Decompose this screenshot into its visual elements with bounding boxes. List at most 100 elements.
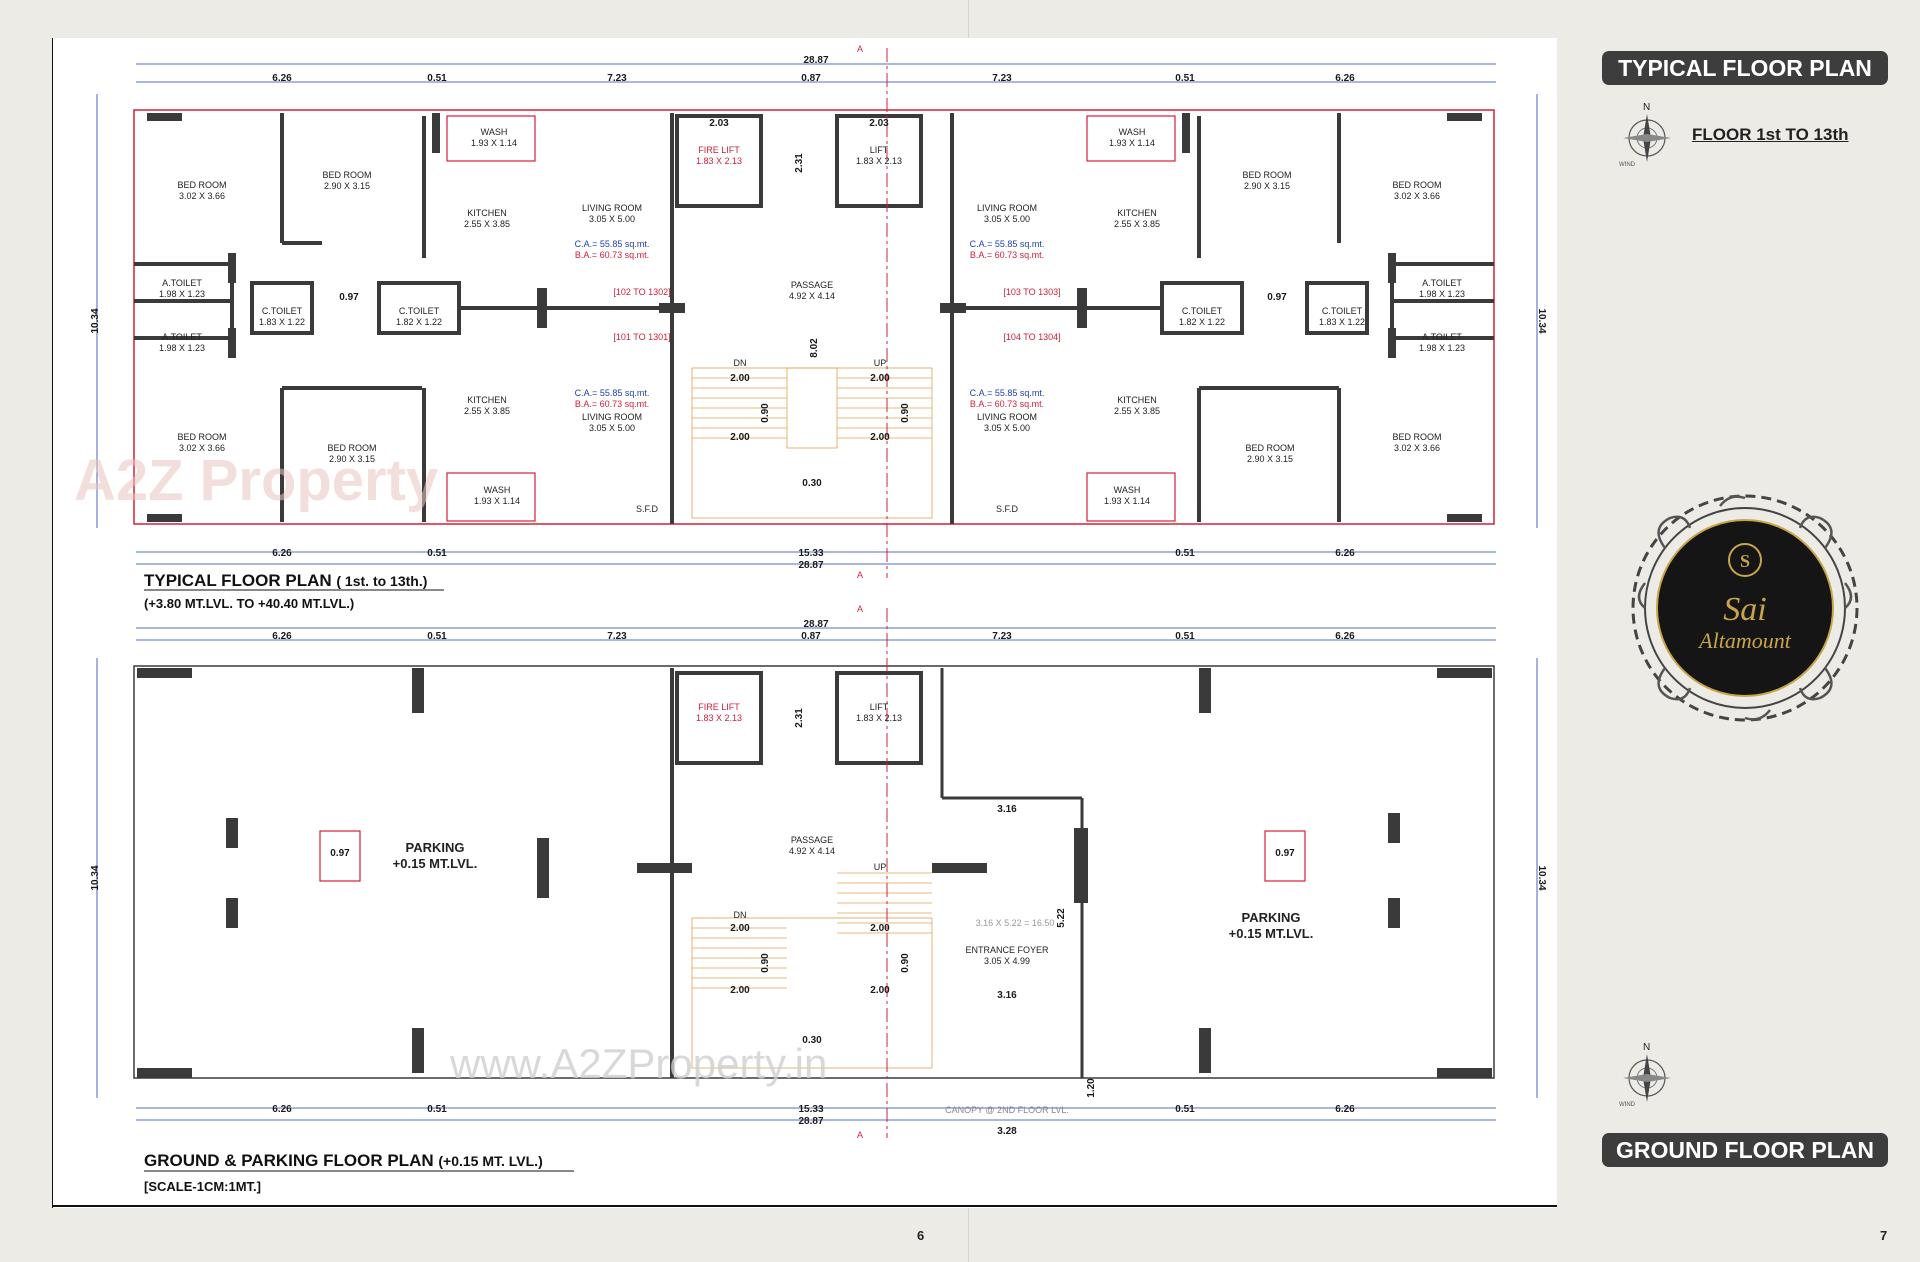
gnd-dim-w6: 0.51 bbox=[1175, 631, 1195, 642]
typ-kitchen1-dim: 2.55 X 3.85 bbox=[464, 219, 510, 229]
typ-atoilet1-dim: 1.98 X 1.23 bbox=[159, 289, 205, 299]
gnd-dim-w3: 7.23 bbox=[607, 631, 627, 642]
typ-bed6-label: BED ROOM bbox=[1392, 180, 1441, 190]
logo-text-altamount: Altamount bbox=[1697, 628, 1792, 653]
typ-dim-core: 15.33 bbox=[798, 548, 823, 559]
gnd-dim-w4: 0.87 bbox=[801, 631, 821, 642]
typ-section-top: A bbox=[857, 44, 863, 54]
typ-wash2-label: WASH bbox=[484, 485, 511, 495]
gnd-section-bottom: A bbox=[857, 1130, 863, 1140]
gnd-dim-w2: 0.51 bbox=[427, 631, 447, 642]
typ-atoilet2-dim: 1.98 X 1.23 bbox=[159, 343, 205, 353]
gnd-dim-gap: 0.30 bbox=[802, 1035, 822, 1046]
logo-emblem: S Sai Altamount bbox=[1631, 494, 1859, 722]
typ-dim-stair-w4: 2.00 bbox=[870, 432, 890, 443]
typ-flat-104: [104 TO 1304] bbox=[1003, 332, 1060, 342]
gnd-parking-right-label: PARKING bbox=[1242, 910, 1301, 925]
compass-wind-label: WIND bbox=[1619, 162, 1636, 168]
typ-bed8-dim: 3.02 X 3.66 bbox=[1394, 443, 1440, 453]
typ-wash3-dim: 1.93 X 1.14 bbox=[1109, 138, 1155, 148]
typ-wash2-dim: 1.93 X 1.14 bbox=[474, 496, 520, 506]
typ-dim-stair-w1: 2.00 bbox=[730, 373, 750, 384]
typ-living2-dim: 3.05 X 5.00 bbox=[589, 423, 635, 433]
typ-dim-overall-bottom: 28.87 bbox=[798, 560, 823, 571]
gnd-dim-stair-w2: 2.00 bbox=[870, 923, 890, 934]
typ-bed1-label: BED ROOM bbox=[177, 180, 226, 190]
gnd-dim-stair-w4: 2.00 bbox=[870, 985, 890, 996]
compass2-wind-label: WIND bbox=[1619, 1102, 1636, 1108]
gnd-dim-core: 15.33 bbox=[798, 1104, 823, 1115]
gnd-dim-stair-w3: 2.00 bbox=[730, 985, 750, 996]
ground-plan-title: GROUND & PARKING FLOOR PLAN (+0.15 MT. L… bbox=[144, 1151, 543, 1170]
floor-plan-sheet: 28.87 6.26 0.51 7.23 0.87 7.23 0.51 6.26… bbox=[52, 38, 1557, 1208]
gnd-dim-overall: 28.87 bbox=[803, 619, 828, 630]
typ-flat-102: [102 TO 1302] bbox=[613, 287, 670, 297]
typ-atoilet4-label: A.TOILET bbox=[1422, 332, 1462, 342]
gnd-dim-tw1: 0.97 bbox=[330, 848, 350, 859]
gnd-lift-dim: 1.83 X 2.13 bbox=[856, 713, 902, 723]
gnd-parking-left-label: PARKING bbox=[406, 840, 465, 855]
gnd-firelift-dim: 1.83 X 2.13 bbox=[696, 713, 742, 723]
typ-dim-stair-w2: 2.00 bbox=[870, 373, 890, 384]
gnd-dim-120: 1.20 bbox=[1086, 1078, 1097, 1098]
gnd-parking-right-lvl: +0.15 MT.LVL. bbox=[1229, 926, 1314, 941]
typ-bed7-dim: 2.90 X 3.15 bbox=[1247, 454, 1293, 464]
gnd-foyer-dim: 3.05 X 4.99 bbox=[984, 956, 1030, 966]
typ-bed3-dim: 3.02 X 3.66 bbox=[179, 443, 225, 453]
compass2-north-label: N bbox=[1643, 1042, 1650, 1053]
typ-dim-w7: 6.26 bbox=[1335, 73, 1355, 84]
typ-firelift-dim: 1.83 X 2.13 bbox=[696, 156, 742, 166]
typ-ba4: B.A.= 60.73 sq.mt. bbox=[970, 399, 1044, 409]
typ-dim-lift-h: 2.31 bbox=[794, 153, 805, 173]
typ-dim-w4: 0.87 bbox=[801, 73, 821, 84]
page-number-right: 7 bbox=[1880, 1228, 1888, 1243]
typ-ctoilet1-dim: 1.83 X 1.22 bbox=[259, 317, 305, 327]
typ-atoilet3-dim: 1.98 X 1.23 bbox=[1419, 289, 1465, 299]
gnd-dim-522: 5.22 bbox=[1056, 908, 1067, 928]
gnd-dim-bw7: 6.26 bbox=[1335, 1104, 1355, 1115]
typ-dim-bw2: 0.51 bbox=[427, 548, 447, 559]
gnd-canopy: CANOPY @ 2ND FLOOR LVL. bbox=[945, 1105, 1069, 1115]
typ-dim-lift-w1: 2.03 bbox=[709, 118, 729, 129]
gnd-stair-up: UP bbox=[874, 862, 887, 872]
gnd-dim-stair-w1: 2.00 bbox=[730, 923, 750, 934]
typ-dim-w6: 0.51 bbox=[1175, 73, 1195, 84]
compass-north-label: N bbox=[1643, 102, 1650, 113]
typ-dim-land2: 0.90 bbox=[900, 403, 911, 423]
gnd-passage-dim: 4.92 X 4.14 bbox=[789, 846, 835, 856]
typ-dim-w3: 7.23 bbox=[607, 73, 627, 84]
typical-plan-title: TYPICAL FLOOR PLAN ( 1st. to 13th.) bbox=[144, 571, 427, 590]
gnd-lift-label: LIFT bbox=[870, 702, 889, 712]
typical-plan-title-range: ( 1st. to 13th.) bbox=[336, 573, 427, 589]
typ-ba2: B.A.= 60.73 sq.mt. bbox=[575, 399, 649, 409]
floor-range-label: FLOOR 1st TO 13th bbox=[1692, 125, 1849, 144]
typ-living1-label: LIVING ROOM bbox=[582, 203, 642, 213]
typ-stair-dn: DN bbox=[734, 358, 747, 368]
typ-dim-height-left: 10.34 bbox=[90, 308, 101, 333]
typ-ctoilet2-dim: 1.82 X 1.22 bbox=[396, 317, 442, 327]
gnd-dim-land2: 0.90 bbox=[900, 953, 911, 973]
ground-floor-plan: 28.87 6.26 0.51 7.23 0.87 7.23 0.51 6.26… bbox=[90, 604, 1547, 1194]
typ-atoilet1-label: A.TOILET bbox=[162, 278, 202, 288]
typ-bed3-label: BED ROOM bbox=[177, 432, 226, 442]
gnd-dim-tw2: 0.97 bbox=[1275, 848, 1295, 859]
floor-plan-drawing: 28.87 6.26 0.51 7.23 0.87 7.23 0.51 6.26… bbox=[52, 38, 1557, 1208]
gnd-dim-316-bottom: 3.16 bbox=[997, 990, 1017, 1001]
typ-lift-dim: 1.83 X 2.13 bbox=[856, 156, 902, 166]
watermark-url: www.A2ZProperty.in bbox=[449, 1040, 827, 1087]
typ-bed4-label: BED ROOM bbox=[327, 443, 376, 453]
gnd-stair-dn: DN bbox=[734, 910, 747, 920]
gnd-dim-height-left: 10.34 bbox=[90, 865, 101, 890]
gnd-dim-316-top: 3.16 bbox=[997, 804, 1017, 815]
gnd-section-top: A bbox=[857, 604, 863, 614]
typical-plan-title-main: TYPICAL FLOOR PLAN bbox=[144, 571, 332, 590]
typ-wash4-dim: 1.93 X 1.14 bbox=[1104, 496, 1150, 506]
compass-icon: N WIND bbox=[1619, 102, 1671, 168]
typ-dim-bw7: 6.26 bbox=[1335, 548, 1355, 559]
typ-atoilet3-label: A.TOILET bbox=[1422, 278, 1462, 288]
gnd-passage-label: PASSAGE bbox=[791, 835, 833, 845]
typ-section-bottom: A bbox=[857, 570, 863, 580]
typ-bed8-label: BED ROOM bbox=[1392, 432, 1441, 442]
ground-plan-title-lvl: (+0.15 MT. LVL.) bbox=[438, 1153, 542, 1169]
gnd-dim-328: 3.28 bbox=[997, 1126, 1017, 1137]
